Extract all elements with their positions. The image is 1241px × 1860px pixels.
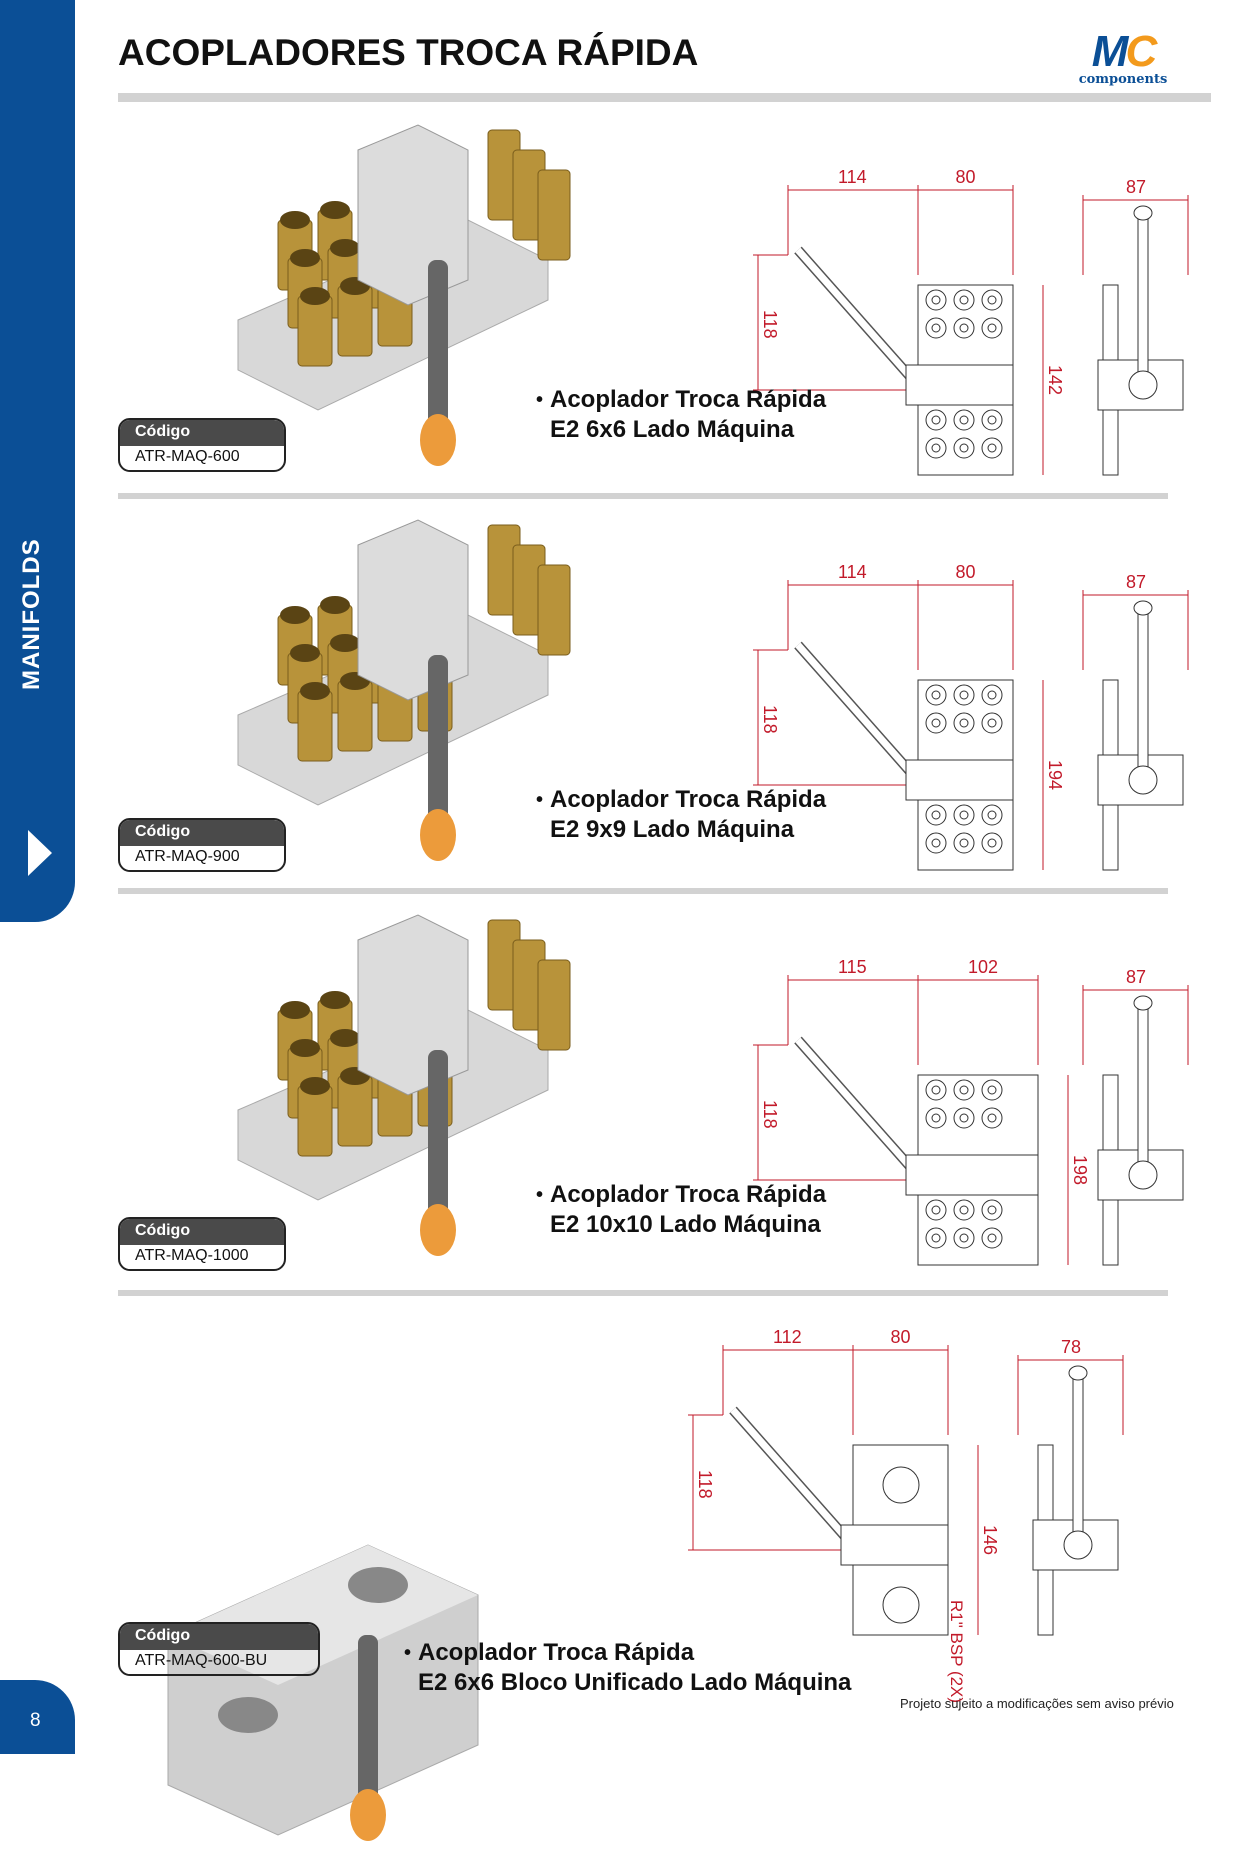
- dim-lever: 114: [838, 167, 867, 187]
- technical-drawing: 115 102 87 118 198: [688, 945, 1208, 1280]
- product-code: ATR-MAQ-1000: [135, 1247, 249, 1264]
- dim-width: 80: [956, 167, 976, 187]
- dim-width: 80: [956, 562, 976, 582]
- product-photo: [218, 900, 638, 1275]
- sidebar: [0, 0, 75, 922]
- dim-total: 198: [1070, 1155, 1090, 1185]
- dim-height-lever: 118: [760, 310, 780, 339]
- header-divider: [118, 93, 1211, 102]
- dim-side: 87: [1126, 177, 1146, 197]
- product-code: ATR-MAQ-900: [135, 848, 240, 865]
- dim-width: 102: [968, 957, 998, 977]
- page-number: 8: [0, 1680, 75, 1754]
- product-variant: E2 9x9 Lado Máquina: [550, 816, 795, 843]
- thread-spec: R1" BSP (2X): [947, 1600, 966, 1704]
- code-label: Código: [120, 820, 284, 846]
- product-name: Acoplador Troca Rápida: [550, 1181, 827, 1208]
- dim-side: 87: [1126, 572, 1146, 592]
- product-code: ATR-MAQ-600: [135, 448, 240, 465]
- sidebar-label: MANIFOLDS: [18, 538, 45, 690]
- dim-side: 87: [1126, 967, 1146, 987]
- product-photo: [218, 505, 638, 880]
- product-variant: E2 10x10 Lado Máquina: [550, 1211, 821, 1238]
- dim-total: 146: [980, 1525, 1000, 1555]
- code-label: Código: [120, 1624, 318, 1650]
- product-name: Acoplador Troca Rápida: [550, 386, 827, 413]
- product-code: ATR-MAQ-600-BU: [135, 1652, 268, 1669]
- page-title: ACOPLADORES TROCA RÁPIDA: [118, 32, 699, 73]
- logo: MC components: [1078, 27, 1168, 88]
- arrow-right-icon: [28, 830, 52, 876]
- footer-note: Projeto sujeito a modificações sem aviso…: [900, 1696, 1174, 1711]
- dim-height-lever: 118: [760, 705, 780, 734]
- technical-drawing: 114 80 87 118 194: [688, 550, 1208, 885]
- dim-lever: 112: [773, 1327, 802, 1347]
- product-name: Acoplador Troca Rápida: [550, 786, 827, 813]
- dim-width: 80: [891, 1327, 911, 1347]
- dim-lever: 114: [838, 562, 867, 582]
- product-name: Acoplador Troca Rápida: [418, 1639, 695, 1666]
- section-divider: [118, 1290, 1168, 1296]
- product-variant: E2 6x6 Lado Máquina: [550, 416, 795, 443]
- code-label: Código: [120, 1219, 284, 1245]
- dim-height-lever: 118: [760, 1100, 780, 1129]
- technical-drawing: 114 80 87 118 142: [688, 155, 1208, 490]
- dim-total: 142: [1045, 365, 1065, 395]
- section-divider: [118, 493, 1168, 499]
- dim-lever: 115: [838, 957, 867, 977]
- section-divider: [118, 888, 1168, 894]
- technical-drawing: 112 80 78 118 146: [623, 1315, 1143, 1650]
- dim-side: 78: [1061, 1337, 1081, 1357]
- dim-height-lever: 118: [695, 1470, 715, 1499]
- product-photo: [218, 110, 638, 485]
- code-label: Código: [120, 420, 284, 446]
- dim-total: 194: [1045, 760, 1065, 790]
- product-variant: E2 6x6 Bloco Unificado Lado Máquina: [418, 1669, 852, 1696]
